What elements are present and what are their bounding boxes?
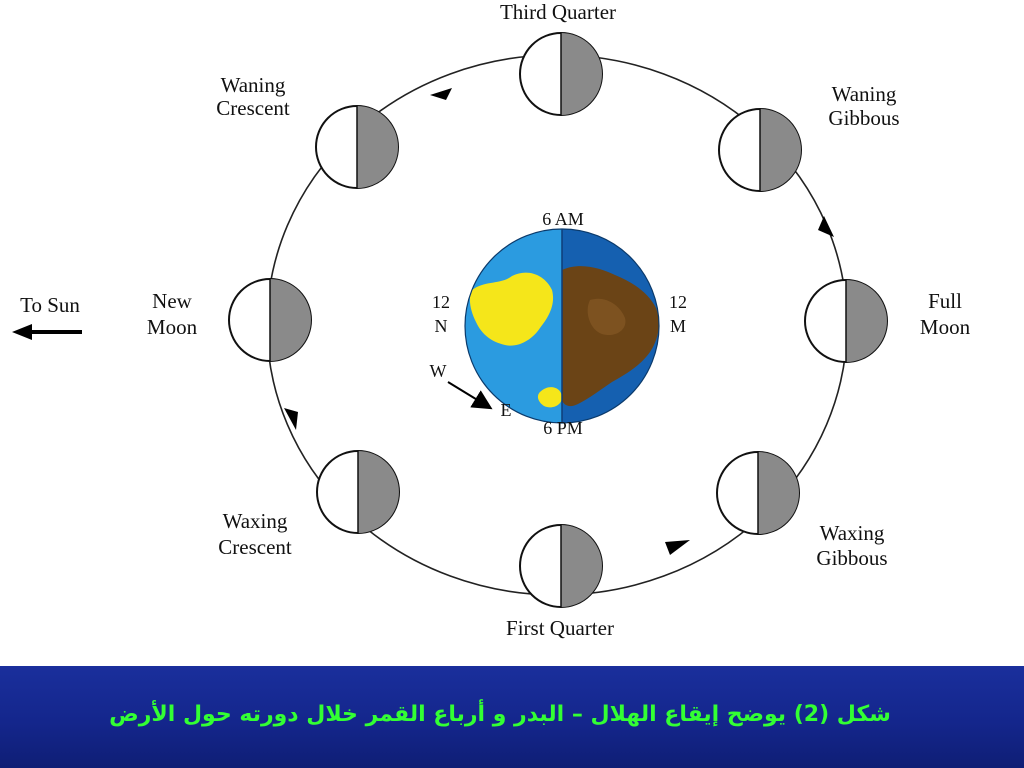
label-waxing-crescent-line1: Waxing <box>223 509 288 533</box>
moon-full-moon <box>804 279 888 363</box>
moon-waning-gibbous <box>718 108 802 192</box>
label-first-quarter: First Quarter <box>506 616 614 640</box>
figure-caption: شكل (2) يوضح إيقاع الهلال – البدر و أربا… <box>109 702 891 727</box>
label-waning-gibbous-line1: Waning <box>832 82 897 106</box>
label-new-moon-line1: New <box>152 289 192 313</box>
label-12-noon-number: 12 <box>432 292 450 312</box>
label-third-quarter: Third Quarter <box>500 0 616 24</box>
label-full-moon-line1: Full <box>928 289 962 313</box>
moon-waxing-crescent <box>316 450 400 534</box>
label-12-midnight-number: 12 <box>669 292 687 312</box>
label-full-moon-line2: Moon <box>920 315 971 339</box>
earth-land-day <box>469 272 554 346</box>
label-12-midnight-letter: M <box>670 316 686 336</box>
label-6am: 6 AM <box>542 209 584 229</box>
earth-globe <box>464 228 660 424</box>
arrow-waxing-gibbous <box>665 540 690 555</box>
label-new-moon-line2: Moon <box>147 315 198 339</box>
west-east-arrow <box>447 381 493 410</box>
caption-bar: شكل (2) يوضح إيقاع الهلال – البدر و أربا… <box>0 666 1024 768</box>
label-waning-crescent-line1: Waning <box>221 73 286 97</box>
moon-waxing-gibbous <box>716 451 800 535</box>
arrow-waning-crescent <box>430 88 452 100</box>
moon-waning-crescent <box>315 105 399 189</box>
label-waning-gibbous-line2: Gibbous <box>828 106 899 130</box>
moon-new-moon <box>228 278 312 362</box>
moon-phases-diagram: Third Quarter Waning Crescent Waning Gib… <box>12 0 971 640</box>
label-waxing-gibbous-line2: Gibbous <box>816 546 887 570</box>
moon-first-quarter <box>519 524 603 608</box>
to-sun-arrow <box>12 324 82 340</box>
label-east: E <box>501 400 512 420</box>
arrow-new-to-waxing <box>284 408 298 430</box>
label-12-noon-letter: N <box>435 316 448 336</box>
moon-third-quarter <box>519 32 603 116</box>
orbit-direction-arrows <box>284 88 834 555</box>
label-waxing-crescent-line2: Crescent <box>218 535 292 559</box>
label-waning-crescent-line2: Crescent <box>216 96 290 120</box>
label-6pm: 6 PM <box>543 418 583 438</box>
label-waxing-gibbous-line1: Waxing <box>820 521 885 545</box>
earth-land-night <box>562 266 659 407</box>
label-to-sun: To Sun <box>20 293 80 317</box>
label-west: W <box>430 361 447 381</box>
arrow-waning-gibbous <box>818 216 834 237</box>
